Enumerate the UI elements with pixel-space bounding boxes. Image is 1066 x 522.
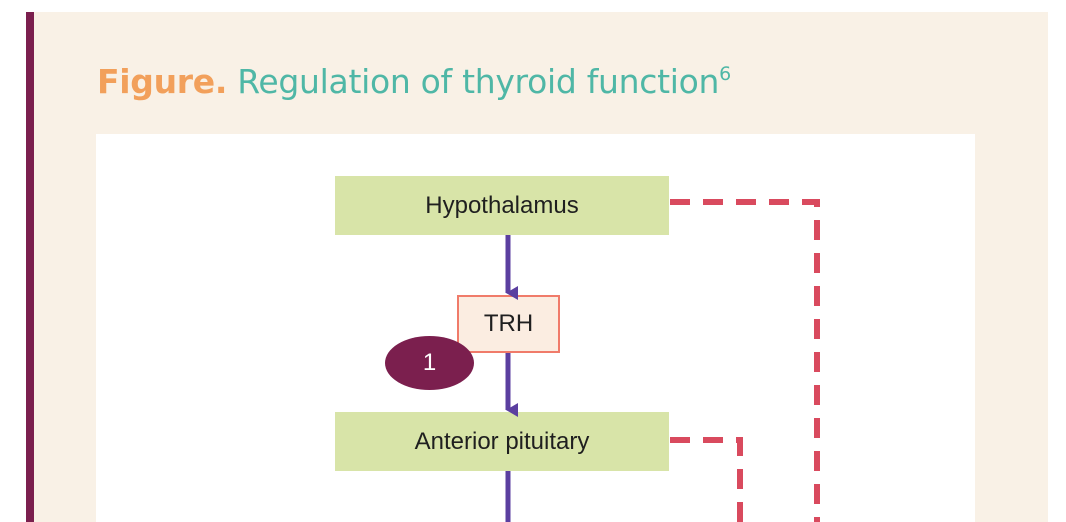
accent-bar <box>26 12 34 522</box>
hypothalamus-label: Hypothalamus <box>425 191 579 219</box>
figure-title-text: Regulation of thyroid function <box>237 62 720 101</box>
figure-title: Figure. Regulation of thyroid function6 <box>97 52 731 104</box>
trh-label: TRH <box>483 310 534 337</box>
figure-title-reference: 6 <box>719 63 731 85</box>
figure-title-lead: Figure. <box>97 62 228 101</box>
anterior-pituitary-label: Anterior pituitary <box>414 427 590 455</box>
step-1-number: 1 <box>422 349 437 376</box>
trh-box: TRH <box>457 295 560 353</box>
hypothalamus-box: Hypothalamus <box>335 176 669 235</box>
anterior-pituitary-box: Anterior pituitary <box>335 412 669 471</box>
step-1-badge: 1 <box>385 336 474 390</box>
